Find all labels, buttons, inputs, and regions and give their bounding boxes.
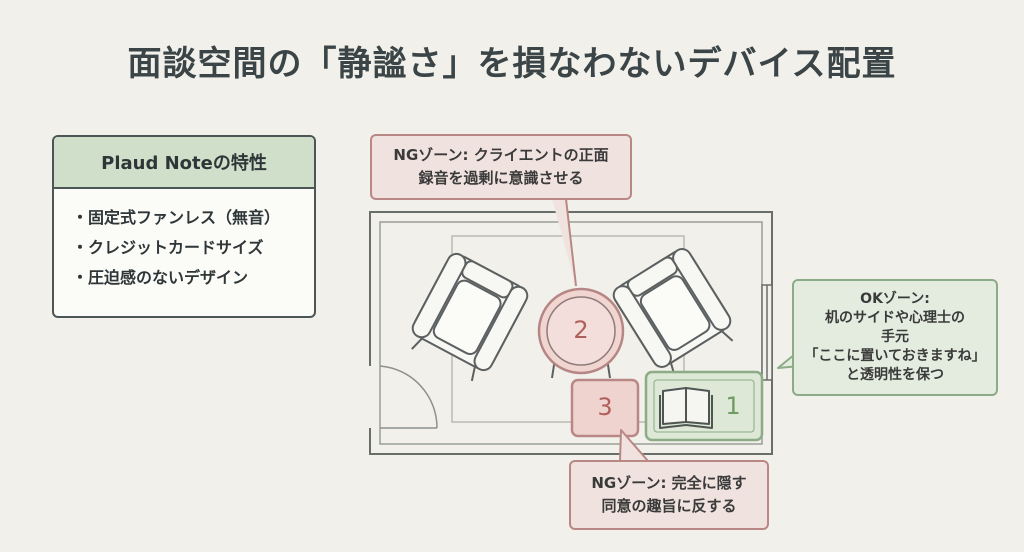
left-armchair bbox=[411, 252, 529, 382]
ok-line: 手元 bbox=[881, 329, 909, 345]
ok-zone-side-callout: OKゾーン: 机のサイドや心理士の 手元 「ここに置いておきますね」 と透明性を… bbox=[792, 279, 998, 396]
zone-2-label: 2 bbox=[573, 316, 589, 344]
book-icon bbox=[659, 387, 713, 429]
window bbox=[761, 284, 773, 381]
zone-1-label: 1 bbox=[725, 392, 741, 420]
property-item: 圧迫感のないデザイン bbox=[72, 263, 314, 293]
ng-zone-front-callout: NGゾーン: クライエントの正面 録音を過剰に意識させる bbox=[370, 134, 632, 200]
property-item: 固定式ファンレス（無音） bbox=[72, 203, 314, 233]
ok-line: 机のサイドや心理士の bbox=[825, 310, 965, 326]
zone-2-round-table bbox=[537, 287, 625, 379]
ok-line: と透明性を保つ bbox=[846, 367, 944, 383]
properties-list: 固定式ファンレス（無音） クレジットカードサイズ 圧迫感のないデザイン bbox=[54, 189, 314, 293]
door bbox=[368, 365, 438, 429]
ng-hidden-line2: 同意の趣旨に反する bbox=[601, 497, 737, 515]
ng-front-line1: NGゾーン: クライエントの正面 bbox=[393, 146, 609, 164]
right-armchair bbox=[612, 248, 734, 378]
zone-3-area bbox=[570, 378, 640, 438]
ng-front-line2: 録音を過剰に意識させる bbox=[418, 169, 584, 187]
ok-line: 「ここに置いておきますね」 bbox=[804, 348, 986, 364]
properties-heading: Plaud Noteの特性 bbox=[54, 137, 314, 189]
ng-zone-hidden-callout: NGゾーン: 完全に隠す 同意の趣旨に反する bbox=[569, 460, 769, 530]
property-item: クレジットカードサイズ bbox=[72, 233, 314, 263]
page-title: 面談空間の「静謐さ」を損なわないデバイス配置 bbox=[127, 44, 897, 84]
device-properties-panel: Plaud Noteの特性 固定式ファンレス（無音） クレジットカードサイズ 圧… bbox=[52, 135, 316, 318]
ng-hidden-line1: NGゾーン: 完全に隠す bbox=[591, 474, 747, 492]
zone-3-label: 3 bbox=[597, 393, 613, 421]
ok-line: OKゾーン: bbox=[860, 291, 930, 307]
